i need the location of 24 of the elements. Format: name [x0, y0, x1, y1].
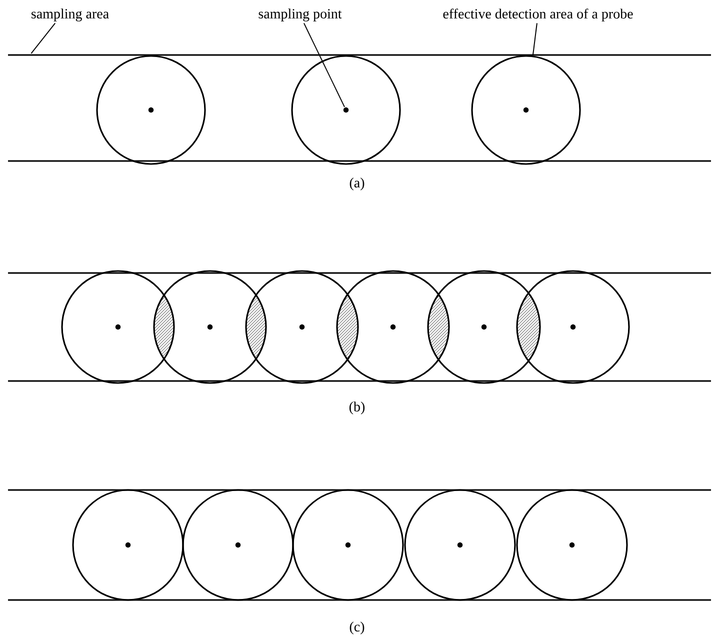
circle [292, 489, 404, 601]
circle [61, 270, 175, 384]
leader-line [30, 22, 56, 54]
circle [182, 489, 294, 601]
circle [516, 270, 630, 384]
circle [72, 489, 184, 601]
panel-label: (c) [350, 622, 364, 634]
callout-text: effective detection area of a probe [443, 8, 633, 22]
callout-text: sampling point [258, 8, 342, 22]
leader-line [303, 22, 346, 108]
circle [516, 489, 628, 601]
circle [471, 55, 581, 165]
circle [245, 270, 359, 384]
panel-label: (b) [349, 402, 365, 414]
circle [404, 489, 516, 601]
callout-text: sampling area [32, 8, 109, 22]
circle [153, 270, 267, 384]
circle [291, 55, 401, 165]
circle [427, 270, 541, 384]
circle [96, 55, 206, 165]
circle [336, 270, 450, 384]
line [8, 54, 711, 56]
panel-label: (a) [350, 178, 364, 190]
leader-line [532, 22, 538, 56]
